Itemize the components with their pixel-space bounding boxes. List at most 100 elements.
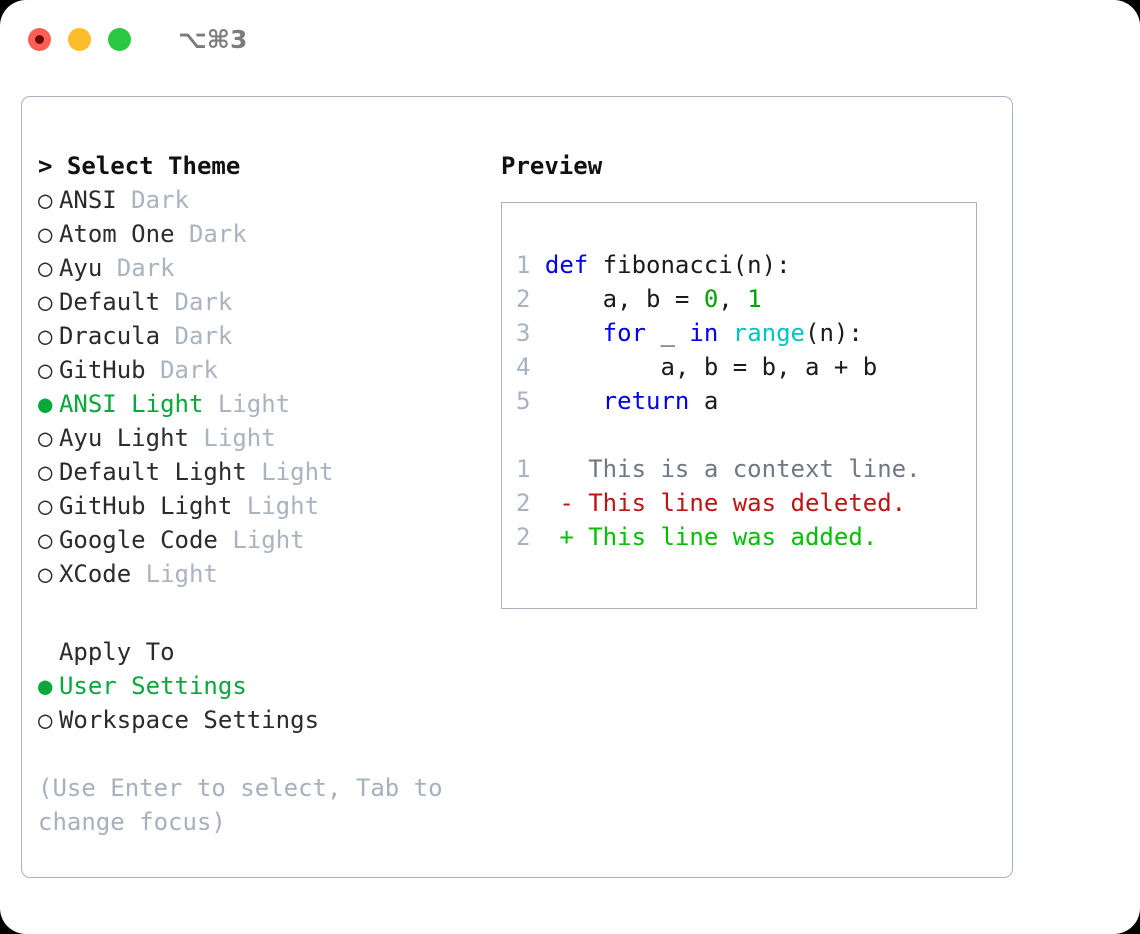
zoom-button-icon[interactable] xyxy=(108,27,131,51)
radio-unselected-icon: ○ xyxy=(38,706,53,734)
theme-option-github-light[interactable]: ○GitHub Light Light xyxy=(38,489,478,523)
radio-unselected-icon: ○ xyxy=(38,186,53,214)
code-token: return xyxy=(602,387,690,415)
theme-variant-badge: Dark xyxy=(102,254,175,282)
line-number: 1 xyxy=(516,455,531,483)
theme-variant-badge: Dark xyxy=(160,322,233,350)
code-token: , xyxy=(718,285,748,313)
theme-option-atom-one[interactable]: ○Atom One Dark xyxy=(38,217,478,251)
theme-picker-panel: > Select Theme ○ANSI Dark○Atom One Dark○… xyxy=(21,96,1013,878)
code-token: fibonacci(n): xyxy=(588,251,791,279)
apply-to-option-workspace-settings[interactable]: ○Workspace Settings xyxy=(38,703,478,737)
keyboard-shortcut-label: ⌥⌘3 xyxy=(178,24,248,54)
theme-variant-badge: Light xyxy=(232,492,320,520)
code-token: a, b = b, a + b xyxy=(544,353,878,381)
diff-line: 1 This is a context line. xyxy=(516,452,921,486)
title-bar: ⌥⌘3 xyxy=(0,0,1140,78)
code-token: (n): xyxy=(805,319,863,347)
theme-option-label: ANSI Light xyxy=(58,390,204,418)
section-spacer xyxy=(38,591,478,635)
radio-unselected-icon: ○ xyxy=(38,254,53,282)
theme-option-list: ○ANSI Dark○Atom One Dark○Ayu Dark○Defaul… xyxy=(38,183,478,591)
code-token: a xyxy=(689,387,719,415)
line-number: 5 xyxy=(516,387,531,415)
apply-to-label: Apply To xyxy=(58,638,175,666)
minimize-button-icon[interactable] xyxy=(68,27,91,51)
theme-option-label: Google Code xyxy=(58,526,218,554)
theme-option-ansi[interactable]: ○ANSI Dark xyxy=(38,183,478,217)
radio-unselected-icon: ○ xyxy=(38,322,53,350)
diff-line: 2 + This line was added. xyxy=(516,520,921,554)
radio-unselected-icon: ○ xyxy=(38,560,53,588)
theme-variant-badge: Dark xyxy=(160,288,233,316)
line-number: 2 xyxy=(516,285,531,313)
code-line: 5 return a xyxy=(516,384,921,418)
code-token xyxy=(718,319,732,347)
theme-option-github[interactable]: ○GitHub Dark xyxy=(38,353,478,387)
theme-variant-badge: Light xyxy=(246,458,334,486)
theme-option-label: Default Light xyxy=(58,458,247,486)
line-number: 2 xyxy=(516,489,531,517)
code-token: range xyxy=(732,319,805,347)
line-number: 4 xyxy=(516,353,531,381)
apply-to-option-label: Workspace Settings xyxy=(58,706,320,734)
radio-unselected-icon: ○ xyxy=(38,526,53,554)
code-token xyxy=(545,319,603,347)
apply-to-option-user-settings[interactable]: ●User Settings xyxy=(38,669,478,703)
window-controls xyxy=(28,27,131,51)
keyboard-hint-text: (Use Enter to select, Tab to change focu… xyxy=(38,774,458,836)
line-number: 2 xyxy=(516,523,531,551)
close-button-icon[interactable] xyxy=(28,27,51,51)
hint-spacer xyxy=(38,737,478,771)
diff-text: This line was added. xyxy=(573,523,878,551)
theme-option-google-code[interactable]: ○Google Code Light xyxy=(38,523,478,557)
diff-sign: - xyxy=(544,489,574,517)
radio-unselected-icon: ○ xyxy=(38,288,53,316)
theme-option-label: Ayu Light xyxy=(58,424,189,452)
theme-option-dracula[interactable]: ○Dracula Dark xyxy=(38,319,478,353)
theme-option-label: Default xyxy=(58,288,161,316)
radio-unselected-icon: ○ xyxy=(38,458,53,486)
theme-option-ansi-light[interactable]: ●ANSI Light Light xyxy=(38,387,478,421)
diff-sign: + xyxy=(544,523,574,551)
diff-text: This line was deleted. xyxy=(573,489,907,517)
line-number: 1 xyxy=(516,251,531,279)
apply-to-option-list: ●User Settings○Workspace Settings xyxy=(38,669,478,737)
code-line: 4 a, b = b, a + b xyxy=(516,350,921,384)
theme-option-ayu[interactable]: ○Ayu Dark xyxy=(38,251,478,285)
code-diff-spacer xyxy=(516,418,921,452)
code-token: 0 xyxy=(703,285,719,313)
theme-variant-badge: Light xyxy=(188,424,276,452)
theme-option-label: XCode xyxy=(58,560,132,588)
theme-variant-badge: Light xyxy=(203,390,291,418)
radio-unselected-icon: ○ xyxy=(38,492,53,520)
theme-option-default[interactable]: ○Default Dark xyxy=(38,285,478,319)
code-token: _ xyxy=(646,319,690,347)
radio-selected-icon: ● xyxy=(38,390,53,418)
diff-sign xyxy=(545,455,574,483)
line-number: 3 xyxy=(516,319,531,347)
code-token: in xyxy=(689,319,719,347)
select-theme-heading: > Select Theme xyxy=(38,152,241,180)
theme-option-default-light[interactable]: ○Default Light Light xyxy=(38,455,478,489)
theme-option-ayu-light[interactable]: ○Ayu Light Light xyxy=(38,421,478,455)
theme-option-label: Dracula xyxy=(58,322,161,350)
theme-option-xcode[interactable]: ○XCode Light xyxy=(38,557,478,591)
code-token: 1 xyxy=(747,285,762,313)
radio-unselected-icon: ○ xyxy=(38,424,53,452)
theme-variant-badge: Light xyxy=(131,560,218,588)
theme-variant-badge: Light xyxy=(217,526,305,554)
apply-to-option-label: User Settings xyxy=(58,672,247,700)
diff-text: This is a context line. xyxy=(573,455,921,483)
code-token: for xyxy=(602,319,647,347)
theme-option-label: GitHub Light xyxy=(58,492,233,520)
theme-option-label: GitHub xyxy=(58,356,146,384)
theme-selection-column: > Select Theme ○ANSI Dark○Atom One Dark○… xyxy=(38,149,478,839)
code-token xyxy=(545,387,603,415)
theme-option-label: Atom One xyxy=(58,220,175,248)
